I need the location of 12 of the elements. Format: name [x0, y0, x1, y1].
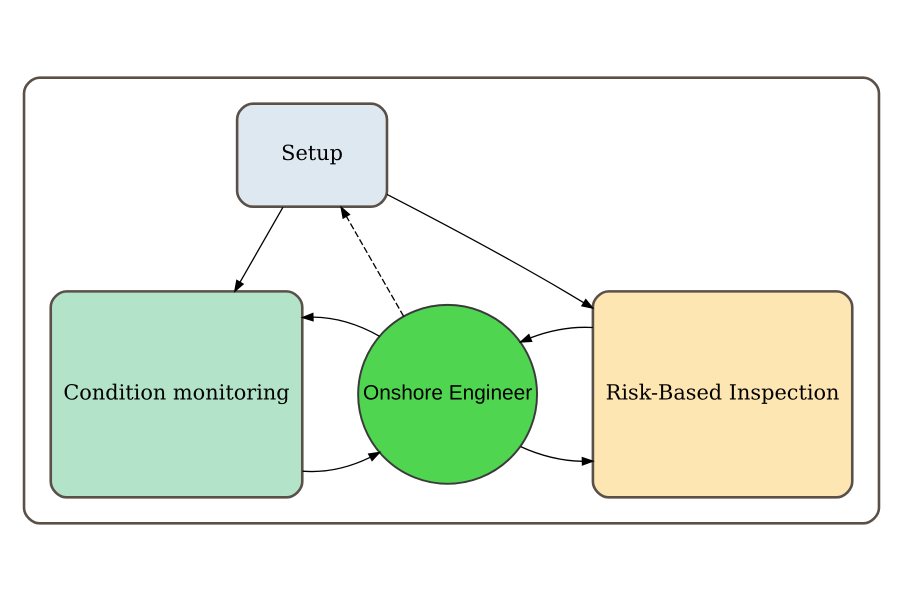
arrow: [520, 446, 595, 466]
node-box: Risk-Based Inspection: [592, 290, 854, 499]
node-box: Setup: [236, 102, 388, 208]
arrow: [340, 206, 404, 317]
node-box: Condition monitoring: [49, 290, 304, 499]
arrow: [386, 194, 594, 310]
arrow: [302, 451, 382, 472]
node-circle: Onshore Engineer: [357, 304, 538, 485]
arrow: [234, 206, 284, 293]
arrow: [518, 326, 593, 343]
arrow: [300, 312, 380, 337]
cluster: [22, 76, 880, 525]
